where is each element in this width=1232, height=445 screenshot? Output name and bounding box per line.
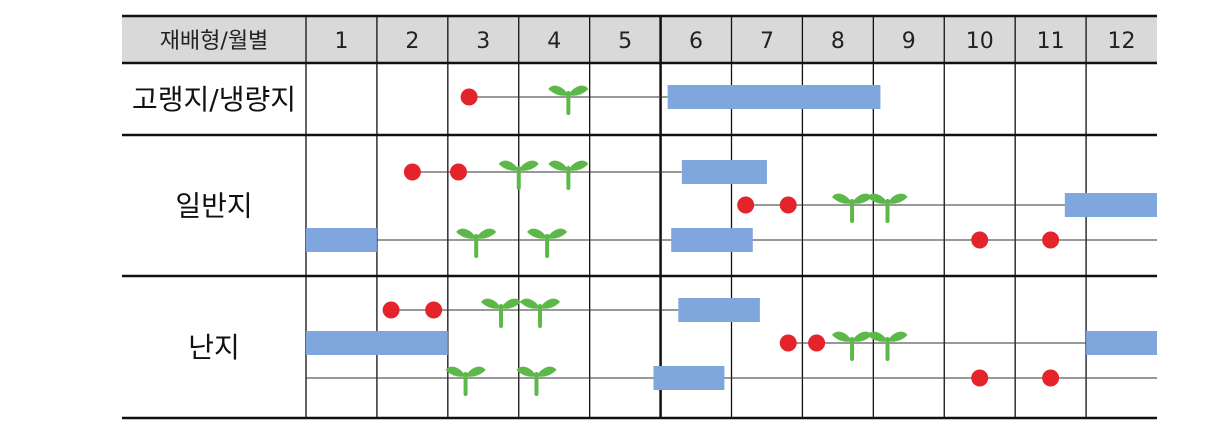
- harvest-period-bar: [653, 366, 725, 390]
- harvest-period-bar: [678, 298, 760, 322]
- seedling-leaf-left: [867, 193, 888, 204]
- seedling-icon: [445, 366, 486, 396]
- harvest-period-bar: [306, 228, 377, 252]
- sowing-dot: [449, 163, 467, 181]
- seedling-icon: [516, 366, 557, 396]
- month-header-label: 4: [547, 29, 561, 54]
- harvest-period-bar: [681, 160, 767, 184]
- seedling-leaf-left: [445, 366, 466, 377]
- sowing-dot: [808, 334, 826, 352]
- seedling-icon: [520, 298, 561, 328]
- sowing-dot: [425, 301, 443, 319]
- row-label: 난지: [188, 331, 240, 364]
- sowing-dot: [971, 369, 989, 387]
- sowing-dot: [779, 196, 797, 214]
- month-header-label: 6: [689, 29, 703, 54]
- schedule-track: [460, 85, 881, 115]
- sowing-dot: [1042, 231, 1060, 249]
- month-header-label: 1: [334, 29, 348, 54]
- month-header-label: 10: [966, 29, 994, 54]
- row-label: 일반지: [175, 190, 252, 223]
- month-header-label: 7: [760, 29, 774, 54]
- seedling-leaf-left: [520, 298, 541, 309]
- sowing-dot: [382, 301, 400, 319]
- schedule-track: [382, 298, 760, 328]
- schedule-track: [306, 366, 1157, 396]
- seedling-leaf-right: [547, 228, 568, 239]
- schedule-tracks: [306, 85, 1157, 396]
- schedule-track: [737, 193, 1157, 223]
- seedling-leaf-right: [465, 366, 486, 377]
- seedling-leaf-left: [832, 193, 853, 204]
- month-header-label: 11: [1037, 29, 1065, 54]
- seedling-icon: [498, 160, 539, 190]
- schedule-track: [403, 160, 767, 190]
- seedling-leaf-left: [527, 228, 548, 239]
- harvest-period-bar: [1086, 331, 1157, 355]
- month-header-label: 5: [618, 29, 632, 54]
- seedling-leaf-right: [501, 298, 522, 309]
- sowing-dot: [1042, 369, 1060, 387]
- seedling-leaf-right: [852, 331, 873, 342]
- seedling-leaf-right: [852, 193, 873, 204]
- harvest-period-bar: [667, 85, 881, 109]
- harvest-period-bar: [306, 331, 448, 355]
- sowing-dot: [460, 88, 478, 106]
- month-header-label: 9: [902, 29, 916, 54]
- harvest-period-bar: [1064, 193, 1157, 217]
- seedling-icon: [832, 331, 873, 361]
- seedling-leaf-right: [476, 228, 497, 239]
- seedling-leaf-left: [516, 366, 537, 377]
- seedling-leaf-left: [481, 298, 502, 309]
- seedling-leaf-left: [456, 228, 477, 239]
- seedling-leaf-left: [548, 85, 569, 96]
- seedling-icon: [527, 228, 568, 258]
- sowing-dot: [779, 334, 797, 352]
- header-background: [122, 16, 1157, 63]
- seedling-icon: [456, 228, 497, 258]
- seedling-icon: [548, 160, 589, 190]
- seedling-leaf-right: [540, 298, 561, 309]
- seedling-leaf-right: [887, 331, 908, 342]
- month-header-label: 2: [405, 29, 419, 54]
- row-label: 고랭지/냉량지: [132, 83, 296, 116]
- sowing-dot: [403, 163, 421, 181]
- seedling-icon: [548, 85, 589, 115]
- month-header-label: 8: [831, 29, 845, 54]
- corner-label: 재배형/월별: [160, 29, 269, 54]
- schedule-track: [306, 228, 1157, 258]
- seedling-leaf-right: [536, 366, 557, 377]
- grid-lines: [122, 14, 1157, 420]
- seedling-leaf-left: [867, 331, 888, 342]
- sowing-dot: [971, 231, 989, 249]
- seedling-leaf-right: [568, 85, 589, 96]
- month-header-label: 12: [1108, 29, 1136, 54]
- seedling-leaf-right: [568, 160, 589, 171]
- seedling-icon: [832, 193, 873, 223]
- seedling-icon: [867, 331, 908, 361]
- seedling-icon: [867, 193, 908, 223]
- seedling-leaf-left: [498, 160, 519, 171]
- seedling-leaf-left: [548, 160, 569, 171]
- seedling-leaf-right: [887, 193, 908, 204]
- harvest-period-bar: [671, 228, 753, 252]
- seedling-icon: [481, 298, 522, 328]
- seedling-leaf-left: [832, 331, 853, 342]
- sowing-dot: [737, 196, 755, 214]
- month-header-label: 3: [476, 29, 490, 54]
- seedling-leaf-right: [518, 160, 539, 171]
- schedule-track: [306, 331, 1157, 361]
